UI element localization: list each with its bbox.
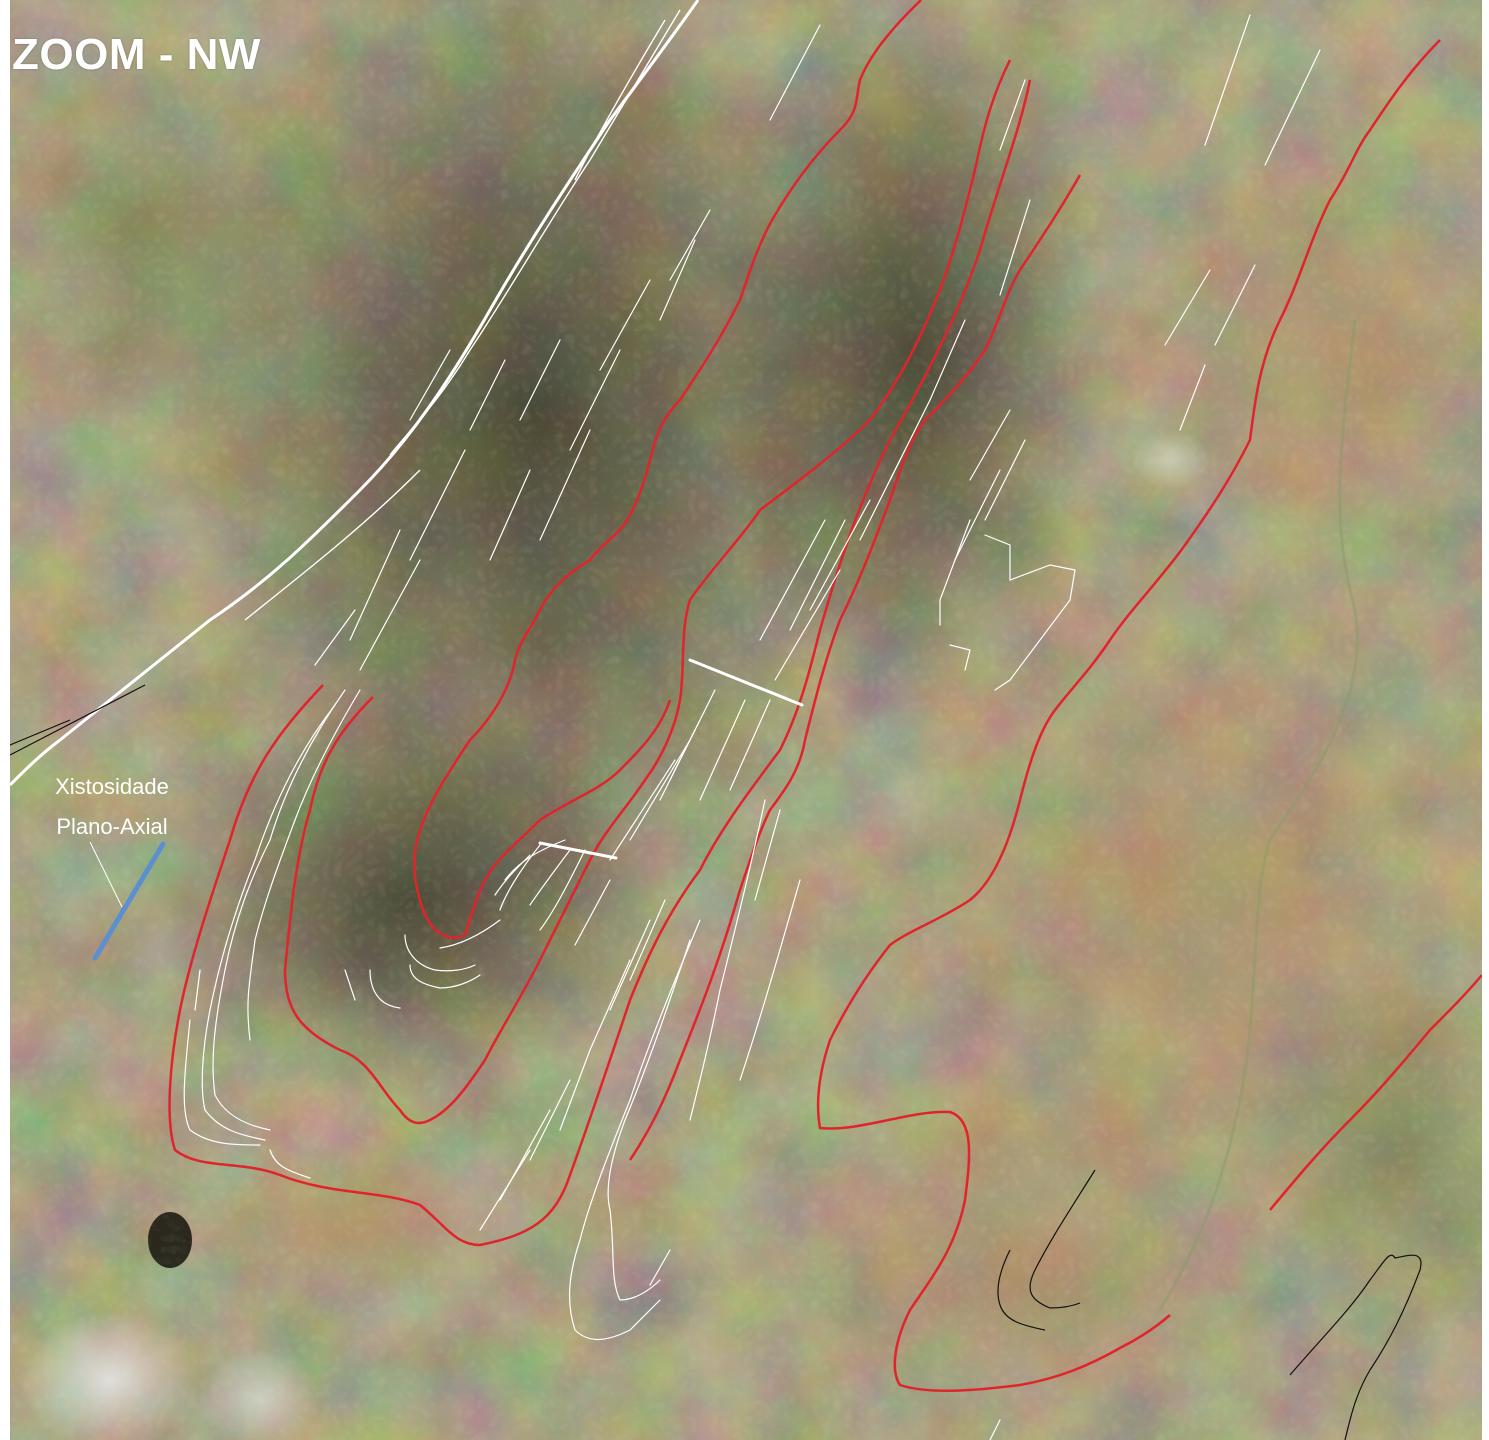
foliation-trace: [599, 279, 651, 371]
map-title: ZOOM - NW: [12, 30, 261, 79]
black-trace: [10, 684, 146, 756]
foliation-trace: [984, 534, 1076, 691]
foliation-trace: [949, 644, 971, 671]
map-canvas: [10, 0, 1482, 1440]
foliation-trace: [201, 704, 336, 1141]
foliation-trace: [984, 439, 1026, 521]
legend-symbol: [89, 841, 166, 961]
foliation-trace: [489, 469, 531, 561]
legend-label-line1: Xistosidade: [55, 774, 169, 799]
foliation-trace: [539, 429, 591, 541]
foliation-trace: [789, 519, 846, 631]
foliation-trace: [629, 899, 666, 981]
foliation-trace: [194, 969, 201, 1011]
satellite-geologic-map: ZOOM - NW Xistosidade Plano-Axial: [10, 0, 1482, 1440]
foliation-trace: [569, 349, 621, 451]
foliation-trace: [769, 24, 821, 121]
black-trace: [1289, 1254, 1422, 1440]
foliation-trace: [774, 569, 841, 681]
foliation-trace: [574, 879, 611, 946]
foliation-trace: [1264, 49, 1321, 166]
foliation-trace: [809, 499, 871, 611]
contact-line: [816, 39, 1441, 1393]
foliation-trace: [1179, 364, 1206, 431]
foliation-trace: [539, 849, 586, 931]
foliation-trace: [999, 199, 1031, 296]
shear-zone-line: [574, 19, 666, 181]
foliation-trace: [409, 964, 481, 989]
foliation-trace: [939, 519, 971, 626]
satellite-imagery: [10, 0, 1482, 1440]
foliation-trace: [929, 319, 966, 401]
section-lines: [538, 658, 804, 860]
foliation-trace: [349, 529, 401, 641]
black-trace: [1029, 1169, 1096, 1309]
foliation-trace: [359, 559, 421, 671]
foliation-trace: [269, 1149, 311, 1179]
foliation-trace: [499, 844, 541, 911]
foliation-trace: [689, 799, 766, 1121]
foliation-trace: [969, 409, 1011, 481]
foliation-trace: [559, 1049, 591, 1131]
legend-label-line2: Plano-Axial: [56, 814, 168, 839]
contact-line: [413, 0, 922, 939]
foliation-trace: [609, 919, 651, 1011]
foliation-trace: [759, 519, 826, 641]
foliation-trace: [589, 959, 631, 1051]
foliation-trace: [649, 1249, 671, 1286]
foliation-trace: [568, 919, 701, 1341]
foliation-trace: [369, 969, 401, 1009]
foliation-trace: [739, 879, 801, 1081]
foliation-trace: [609, 759, 676, 861]
cross-section-line: [688, 658, 804, 707]
foliation-trace: [1164, 269, 1211, 346]
foliation-trace: [247, 689, 361, 1041]
cross-section-line: [538, 841, 618, 860]
foliation-trace: [999, 79, 1026, 151]
foliation-trace: [519, 339, 561, 421]
foliation-trace: [989, 1419, 1001, 1440]
secondary-traces: [10, 684, 1422, 1440]
foliation-trace: [409, 449, 466, 561]
contact-line: [283, 59, 1012, 1125]
contact-line: [168, 79, 1032, 1247]
foliation-trace: [212, 689, 346, 1131]
foliation-trace: [344, 969, 356, 1001]
foliation-trace: [409, 349, 451, 421]
foliation-trace: [859, 459, 901, 541]
foliation-trace: [479, 1149, 531, 1231]
foliation-trace: [629, 739, 691, 841]
foliation-trace: [1214, 264, 1256, 346]
foliation-trace: [607, 939, 691, 1301]
lithologic-contacts: [168, 0, 1482, 1393]
black-trace: [997, 1249, 1046, 1331]
contact-line: [1269, 974, 1482, 1211]
black-trace: [10, 719, 71, 746]
foliation-trace: [659, 239, 696, 321]
foliation-trace: [314, 609, 356, 666]
contact-line: [628, 174, 1082, 1161]
foliation-trace: [469, 359, 506, 431]
foliation-trace: [183, 1019, 261, 1146]
shear-zone-line: [389, 9, 681, 456]
foliation-traces: [183, 14, 1321, 1440]
foliation-trace: [529, 849, 571, 906]
axial-plane-schistosity-symbol: [92, 841, 166, 961]
foliation-trace: [699, 699, 746, 801]
foliation-trace: [659, 719, 701, 801]
foliation-trace: [669, 209, 711, 281]
foliation-trace: [504, 839, 566, 881]
foliation-trace: [754, 809, 781, 901]
legend-leader-line: [89, 841, 123, 908]
foliation-trace: [729, 699, 771, 791]
shear-zone-line: [244, 469, 421, 621]
foliation-trace: [1204, 14, 1251, 146]
foliation-trace: [439, 919, 501, 949]
foliation-trace: [954, 469, 1001, 561]
foliation-trace: [404, 934, 476, 972]
foliation-trace: [494, 854, 531, 896]
foliation-trace: [529, 1079, 571, 1161]
